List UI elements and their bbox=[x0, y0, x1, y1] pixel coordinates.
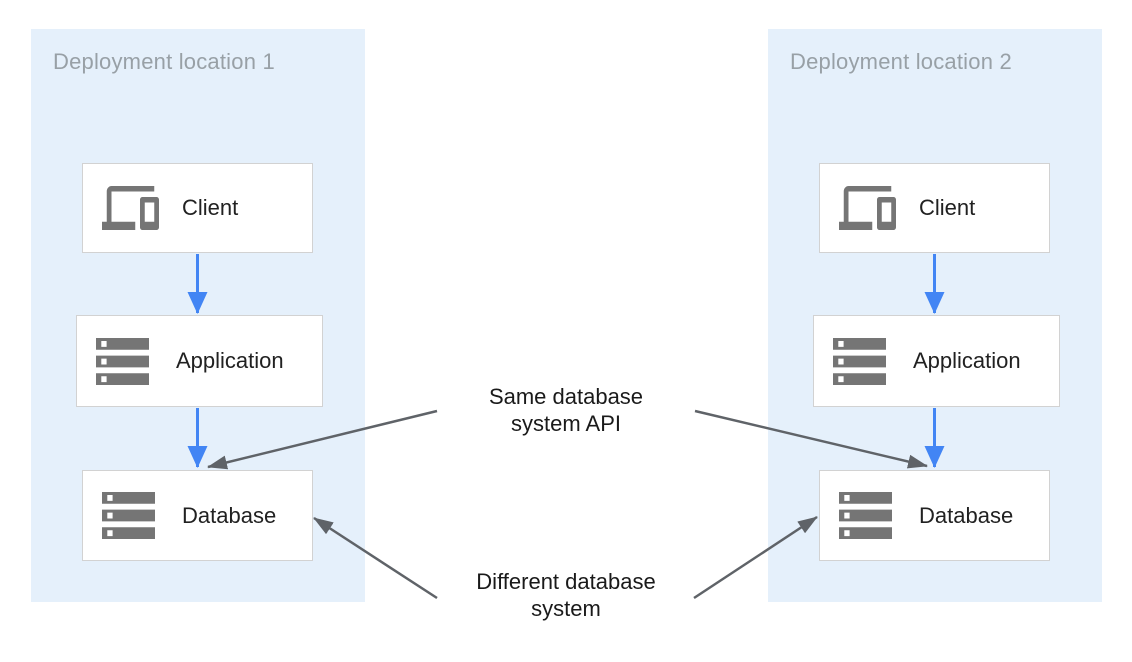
server-stack-icon bbox=[96, 337, 156, 385]
annotation-same-database-system-api: Same database system API bbox=[488, 384, 644, 436]
node-client-1: Client bbox=[82, 163, 313, 253]
node-database-2: Database bbox=[819, 470, 1050, 561]
node-database-1: Database bbox=[82, 470, 313, 561]
node-label: Application bbox=[913, 348, 1021, 373]
annotation-different-database-system: Different database system bbox=[476, 569, 656, 621]
node-label: Client bbox=[182, 195, 239, 220]
devices-icon bbox=[102, 186, 162, 230]
devices-icon bbox=[839, 186, 899, 230]
server-stack-icon bbox=[839, 492, 899, 539]
node-label: Client bbox=[919, 195, 976, 220]
panel-deployment-location-2: Deployment location 2 Client Application bbox=[768, 29, 1102, 602]
panel-title: Deployment location 2 bbox=[790, 49, 1012, 74]
node-label: Database bbox=[182, 502, 277, 528]
node-application-2: Application bbox=[813, 315, 1060, 407]
server-stack-icon bbox=[102, 492, 162, 539]
node-label: Database bbox=[919, 502, 1014, 528]
node-label: Application bbox=[176, 348, 284, 373]
panel-title: Deployment location 1 bbox=[53, 49, 275, 74]
node-client-2: Client bbox=[819, 163, 1050, 253]
server-stack-icon bbox=[833, 337, 893, 385]
node-application-1: Application bbox=[76, 315, 323, 407]
panel-deployment-location-1: Deployment location 1 Client Application bbox=[31, 29, 365, 602]
